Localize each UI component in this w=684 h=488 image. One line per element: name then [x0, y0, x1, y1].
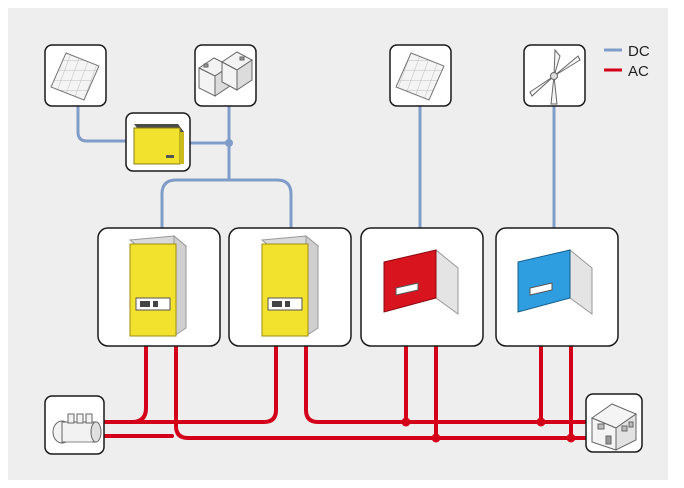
- ac-wire-yellow2-to-gen: [102, 344, 278, 424]
- ac-junction: [401, 417, 411, 427]
- inverter-box-2: [228, 227, 352, 347]
- load-generator: [44, 395, 105, 455]
- dc-junction: [225, 139, 233, 147]
- solar-panel-icon: [395, 52, 445, 101]
- yellow-inverter-icon: [128, 234, 188, 337]
- ac-junction: [431, 433, 441, 443]
- ac-junction: [536, 417, 546, 427]
- ac-junction: [566, 433, 576, 443]
- blue-inverter-icon: [517, 248, 593, 315]
- charge-controller-box: [125, 112, 191, 172]
- ac-wire-yellow1-to-house: [174, 344, 592, 440]
- solar-panel-icon: [50, 52, 100, 101]
- legend-ac-label: AC: [628, 63, 649, 80]
- source-battery: [194, 44, 257, 107]
- ac-wire-bus-to-house: [304, 344, 592, 424]
- inverter-box-3: [360, 227, 484, 347]
- source-solar-1: [44, 44, 107, 107]
- house-icon: [590, 403, 638, 451]
- battery-icon: [198, 51, 253, 97]
- dc-wire-bus-split: [160, 178, 293, 230]
- wind-turbine-icon: [529, 48, 581, 105]
- charge-controller-icon: [133, 124, 184, 165]
- ac-wire-gen-1: [102, 344, 148, 424]
- load-house: [585, 393, 643, 453]
- generator-icon: [52, 413, 102, 444]
- inverter-box-4: [495, 227, 619, 347]
- dc-wire-solar-to-controller: [76, 104, 132, 143]
- ac-junctions: [401, 417, 576, 443]
- inverter-box-1: [97, 227, 221, 347]
- yellow-inverter-icon: [260, 234, 320, 337]
- legend-dc-label: DC: [628, 43, 650, 60]
- red-inverter-icon: [383, 248, 459, 315]
- legend: DC AC: [604, 43, 650, 80]
- source-wind: [523, 44, 586, 107]
- ac-wires: [102, 344, 592, 440]
- source-solar-2: [389, 44, 452, 107]
